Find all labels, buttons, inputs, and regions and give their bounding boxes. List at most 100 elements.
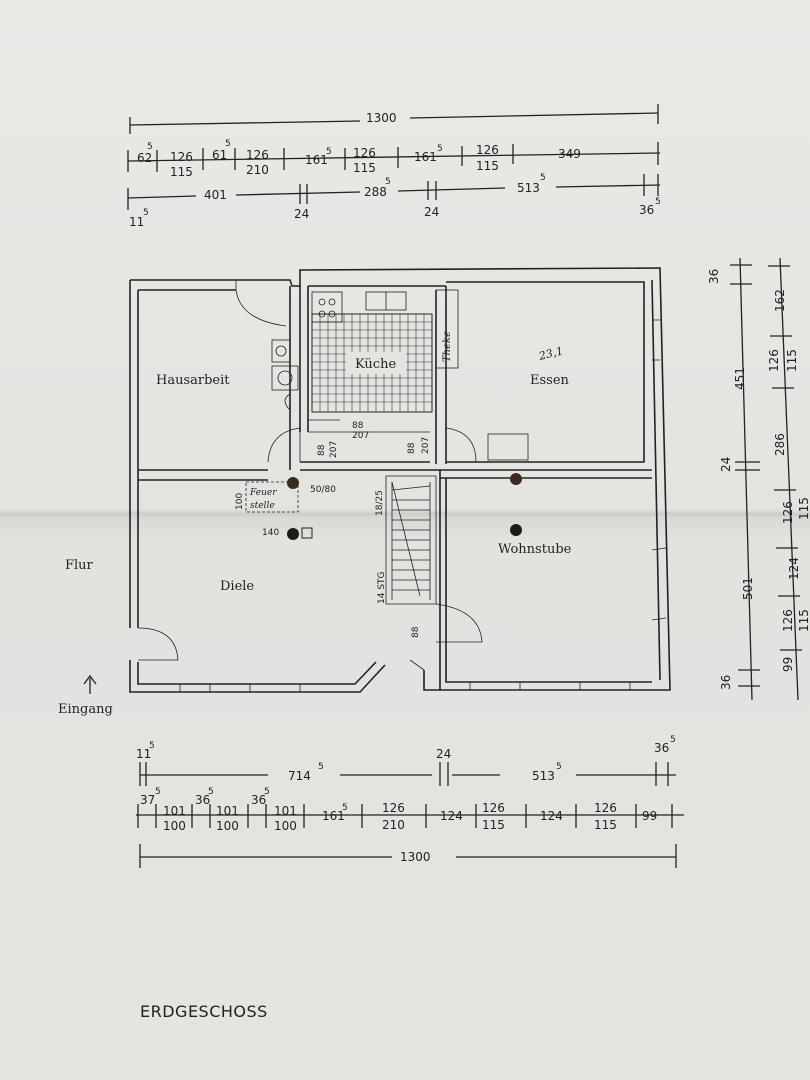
dim-r-36b: 36 — [719, 675, 733, 690]
dim-100: 100 — [235, 493, 245, 510]
punch-hole — [510, 524, 522, 536]
dim-b-101: 101 — [163, 804, 186, 818]
dim-115c: 115 — [476, 159, 499, 173]
room-diele: Diele — [220, 579, 254, 594]
sup: 5 — [143, 208, 149, 218]
sup: 5 — [326, 147, 332, 157]
sup: 5 — [437, 144, 443, 154]
dim-61: 61 — [212, 148, 227, 162]
dim-207c: 207 — [421, 437, 431, 454]
sup: 5 — [318, 762, 324, 772]
dim-r-99: 99 — [781, 657, 795, 672]
dim-r-126: 126 — [767, 349, 781, 372]
interior-dims: 88 207 88 207 88 207 50/80 100 140 18/25… — [235, 421, 431, 638]
dim-24: 24 — [294, 207, 309, 221]
dim-b-36: 36 — [654, 741, 669, 755]
top-dimension-chains: 1300 62 5 126 115 61 5 126 210 161 5 126… — [127, 104, 661, 229]
dim-207b: 207 — [329, 441, 339, 458]
dim-50-80: 50/80 — [310, 485, 336, 495]
feuerstelle: Feuer stelle — [245, 481, 313, 539]
dim-r-24: 24 — [719, 457, 733, 472]
dim-b-1300: 1300 — [400, 850, 431, 864]
sup: 5 — [225, 139, 231, 149]
feuerstelle-label-2: stelle — [250, 501, 275, 511]
kitchen-tile-grid — [311, 313, 433, 413]
dim-b-100b: 100 — [216, 819, 239, 833]
dim-349: 349 — [558, 147, 581, 161]
dim-88d: 88 — [411, 626, 421, 638]
dim-161b: 161 — [414, 150, 437, 164]
dim-b-101c: 101 — [274, 804, 297, 818]
dim-r-451: 451 — [733, 367, 747, 390]
dim-b-24: 24 — [436, 747, 451, 761]
dim-r-36: 36 — [707, 269, 721, 284]
dim-126d: 126 — [476, 143, 499, 157]
sup: 5 — [540, 173, 546, 183]
dim-88b: 88 — [317, 444, 327, 456]
dim-126: 126 — [170, 150, 193, 164]
dim-b-513: 513 — [532, 769, 555, 783]
dim-b-36b: 36 — [251, 793, 266, 807]
dim-b-210: 210 — [382, 818, 405, 832]
theke-label: Theke — [442, 331, 453, 362]
sup: 5 — [556, 762, 562, 772]
dim-b-99: 99 — [642, 809, 657, 823]
sup: 5 — [670, 735, 676, 745]
dim-r-115c: 115 — [797, 609, 810, 632]
bottom-dimension-chains: 11 5 714 5 24 513 5 36 5 37 5 101 100 36… — [136, 735, 684, 868]
punch-hole — [510, 473, 522, 485]
dim-b-126b: 126 — [482, 801, 505, 815]
dim-18-25: 18/25 — [375, 490, 385, 516]
paper-fold — [0, 510, 810, 518]
sup: 5 — [208, 787, 214, 797]
stair-treads — [391, 481, 431, 597]
right-dimension-chains: 36 451 24 501 36 162 126 115 286 126 115… — [707, 257, 810, 701]
dim-88c: 88 — [407, 442, 417, 454]
entrance-arrow-icon — [83, 674, 97, 694]
dim-r-115b: 115 — [797, 497, 810, 520]
dim-b-11: 11 — [136, 747, 151, 761]
dim-210: 210 — [246, 163, 269, 177]
dim-140: 140 — [262, 528, 279, 538]
dim-b-126: 126 — [382, 801, 405, 815]
sup: 5 — [655, 197, 661, 207]
floor-title: ERDGESCHOSS — [140, 1002, 268, 1021]
sup: 5 — [147, 142, 153, 152]
dim-24b: 24 — [424, 205, 439, 219]
dim-513: 513 — [517, 181, 540, 195]
room-kueche: Küche — [355, 357, 396, 372]
dim-b-124: 124 — [440, 809, 463, 823]
dim-161: 161 — [305, 153, 328, 167]
dim-b-126c: 126 — [594, 801, 617, 815]
stair-count: 14 STG — [377, 571, 387, 604]
dim-36: 36 — [639, 203, 654, 217]
dim-207: 207 — [352, 431, 369, 441]
sup: 5 — [155, 787, 161, 797]
room-hausarbeit: Hausarbeit — [156, 373, 230, 388]
feuerstelle-label-1: Feuer — [249, 488, 277, 498]
dim-288: 288 — [364, 185, 387, 199]
entrance-label: Eingang — [58, 702, 113, 717]
dim-115: 115 — [170, 165, 193, 179]
dim-r-286: 286 — [773, 433, 787, 456]
dim-11: 11 — [129, 215, 144, 229]
dim-b-115: 115 — [482, 818, 505, 832]
dim-115b: 115 — [353, 161, 376, 175]
dim-b-124b: 124 — [540, 809, 563, 823]
dim-126b: 126 — [246, 148, 269, 162]
room-wohnstube: Wohnstube — [498, 542, 572, 557]
sup: 5 — [385, 177, 391, 187]
sup: 5 — [342, 803, 348, 813]
room-essen: Essen — [530, 373, 570, 388]
room-flur: Flur — [65, 558, 94, 573]
dim-r-124: 124 — [787, 557, 801, 580]
dim-r-126b: 126 — [781, 501, 795, 524]
dim-b-714: 714 — [288, 769, 311, 783]
dim-r-501: 501 — [741, 577, 755, 600]
dim-b-101b: 101 — [216, 804, 239, 818]
doors — [137, 280, 483, 671]
punch-hole — [287, 477, 299, 489]
dim-r-126c: 126 — [781, 609, 795, 632]
dim-b-161: 161 — [322, 809, 345, 823]
